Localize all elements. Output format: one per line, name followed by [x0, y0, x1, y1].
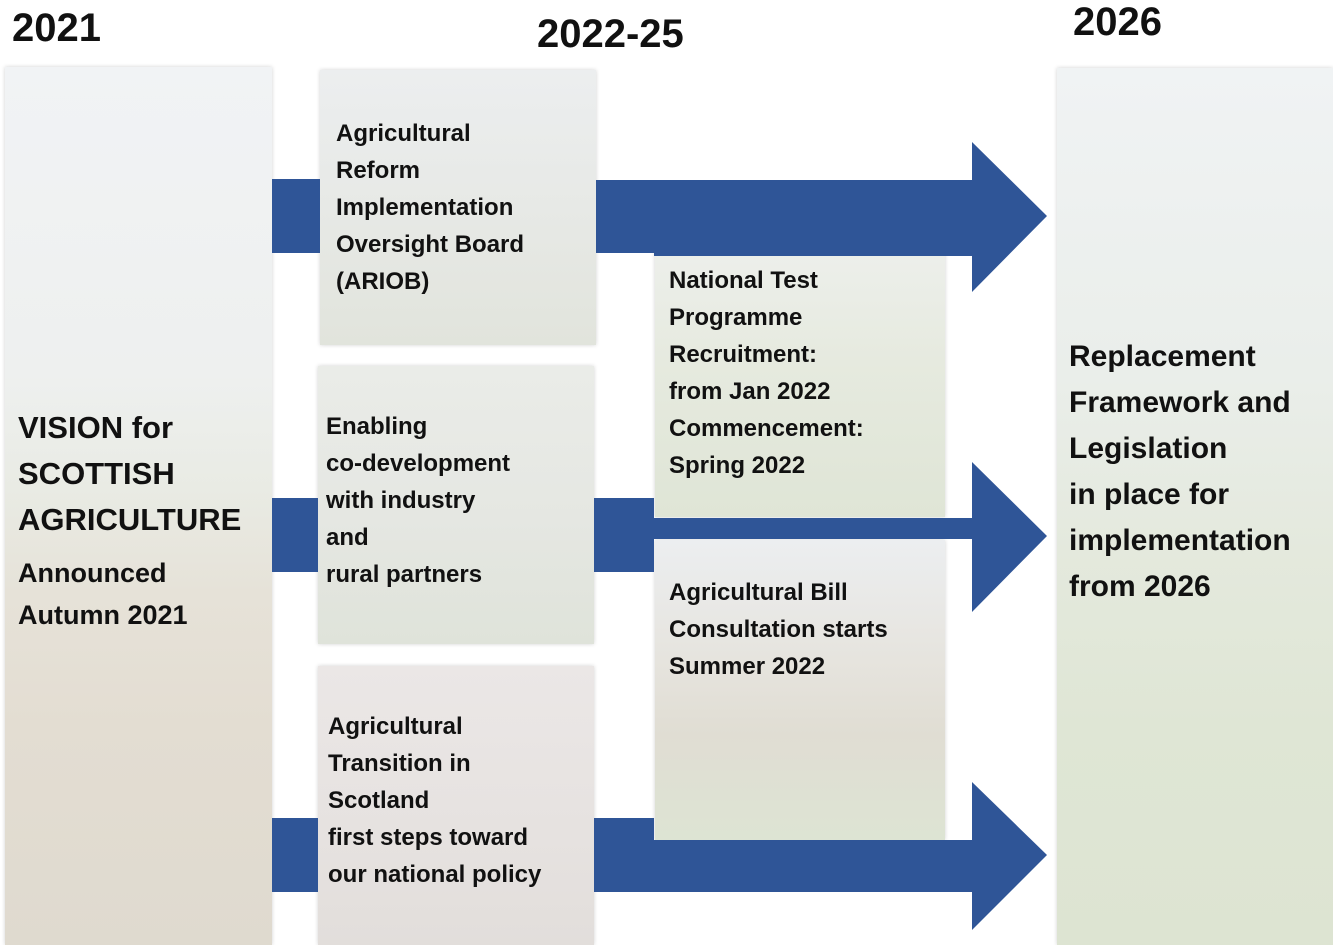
outcome-line: from 2026 — [1069, 570, 1211, 603]
codev-text: Enabling co-development with industry an… — [326, 408, 510, 593]
ntp-panel — [655, 232, 945, 517]
ntp-line: Programme — [669, 304, 803, 331]
bill-text: Agricultural Bill Consultation starts Su… — [669, 574, 888, 685]
arrow-bottom-stub — [272, 818, 318, 892]
arrow-top — [596, 142, 1047, 292]
codev-line: with industry — [326, 487, 476, 514]
ariob-line: Implementation — [336, 194, 514, 221]
transition-line: Agricultural — [328, 713, 463, 740]
outcome-line: in place for — [1069, 478, 1230, 511]
arrow-middle-stub — [272, 498, 318, 572]
ntp-line: Spring 2022 — [669, 452, 806, 479]
outcome-panel — [1057, 68, 1333, 945]
outcome-line: Replacement — [1069, 340, 1256, 373]
codev-line: co-development — [326, 450, 511, 477]
ariob-panel — [320, 70, 596, 345]
arrow-middle — [594, 462, 1047, 612]
ntp-line: National Test — [669, 267, 818, 294]
outcome-line: implementation — [1069, 524, 1291, 557]
transition-panel — [318, 666, 594, 945]
outcome-text: Replacement Framework and Legislation in… — [1069, 334, 1291, 610]
codev-line: rural partners — [326, 561, 483, 588]
vision-subtitle-line: Autumn 2021 — [18, 600, 188, 630]
vision-subtitle-line: Announced — [18, 558, 167, 588]
ariob-line: Agricultural — [336, 120, 471, 147]
bill-line: Agricultural Bill — [669, 579, 848, 606]
vision-title-line: VISION for — [18, 410, 174, 445]
bill-panel — [655, 540, 945, 840]
codev-line: and — [326, 524, 369, 551]
transition-line: Scotland — [328, 787, 430, 814]
outcome-line: Framework and — [1069, 386, 1291, 419]
vision-title: VISION for SCOTTISH AGRICULTURE — [18, 405, 241, 543]
ntp-text: National Test Programme Recruitment: fro… — [669, 262, 864, 484]
transition-line: first steps toward — [328, 824, 529, 851]
ntp-line: Commencement: — [669, 415, 864, 442]
ariob-line: Oversight Board — [336, 231, 525, 258]
vision-subtitle: Announced Autumn 2021 — [18, 552, 188, 636]
ariob-line: (ARIOB) — [336, 268, 430, 295]
year-2026-heading: 2026 — [1073, 0, 1162, 44]
vision-panel — [5, 67, 272, 945]
transition-line: Transition in — [328, 750, 471, 777]
year-2022-25-heading: 2022-25 — [537, 12, 684, 56]
arrow-bottom — [594, 782, 1047, 930]
arrow-top-stub — [272, 179, 320, 253]
outcome-line: Legislation — [1069, 432, 1228, 465]
ntp-line: from Jan 2022 — [669, 378, 831, 405]
ntp-line: Recruitment: — [669, 341, 818, 368]
ariob-text: Agricultural Reform Implementation Overs… — [336, 115, 524, 300]
year-2021-heading: 2021 — [12, 6, 101, 50]
vision-title-line: SCOTTISH — [18, 456, 175, 491]
bill-line: Summer 2022 — [669, 653, 826, 680]
transition-text: Agricultural Transition in Scotland firs… — [328, 708, 541, 893]
codev-line: Enabling — [326, 413, 428, 440]
ariob-line: Reform — [336, 157, 421, 184]
vision-title-line: AGRICULTURE — [18, 502, 242, 537]
transition-line: our national policy — [328, 861, 542, 888]
codev-panel — [318, 366, 594, 644]
bill-line: Consultation starts — [669, 616, 888, 643]
